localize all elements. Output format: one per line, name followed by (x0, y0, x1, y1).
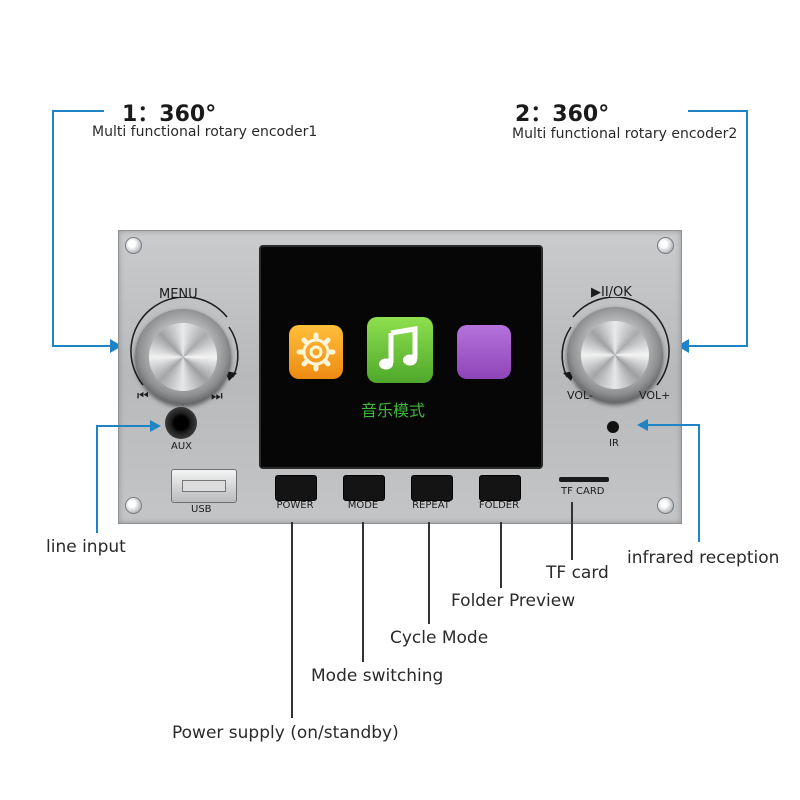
folder-preview-leader (500, 522, 502, 588)
screw-bottom-left (125, 497, 142, 514)
encoder1-knob[interactable] (135, 309, 231, 405)
prev-track-icon: ⏮ (137, 389, 149, 404)
folder-button[interactable] (479, 475, 521, 501)
infrared-line-v (698, 424, 700, 542)
infrared-line-h (648, 424, 700, 426)
encoder2-line-top (688, 110, 748, 112)
usb-label: USB (191, 504, 212, 515)
tf-card-label: TF CARD (561, 486, 605, 497)
gear-icon (296, 332, 336, 372)
purple-app-icon[interactable] (457, 325, 511, 379)
encoder2-subtitle: Multi functional rotary encoder2 (512, 126, 738, 142)
screw-bottom-right (657, 497, 674, 514)
encoder2-knob-cap (581, 321, 649, 389)
ir-receiver (607, 421, 619, 433)
power-supply-leader (291, 522, 293, 718)
line-input-line-h (96, 425, 152, 427)
mode-button[interactable] (343, 475, 385, 501)
encoder2-title: 2：360° (515, 102, 610, 127)
line-input-arrow-icon (150, 420, 161, 432)
encoder1-knob-cap (149, 323, 217, 391)
mode-switching-leader (362, 522, 364, 662)
encoder2-knob[interactable] (567, 307, 663, 403)
aux-label: AUX (171, 441, 193, 452)
usb-port-slot (182, 480, 226, 492)
folder-preview-label: Folder Preview (451, 591, 576, 611)
encoder1-line-bottom (52, 345, 114, 347)
tf-card-slot[interactable] (559, 477, 609, 482)
folder-button-label: FOLDER (478, 500, 520, 511)
mode-button-label: MODE (347, 500, 379, 511)
power-button-label: POWER (276, 500, 314, 511)
encoder1-line-vertical (52, 110, 54, 346)
mode-text: 音乐模式 (361, 401, 426, 420)
left-knob-arc-icon (130, 297, 239, 386)
mode-switching-label: Mode switching (311, 666, 444, 686)
line-input-label: line input (46, 537, 126, 557)
encoder2-line-vertical (746, 110, 748, 346)
encoder1-subtitle: Multi functional rotary encoder1 (92, 124, 318, 140)
ir-label: IR (609, 438, 619, 449)
play-ok-label: ▶II/OK (591, 285, 632, 300)
power-button[interactable] (275, 475, 317, 501)
music-note-icon (379, 326, 418, 370)
repeat-button-label: REPEAT (412, 500, 450, 511)
next-track-icon: ⏭ (211, 389, 223, 404)
infrared-arrow-icon (637, 419, 648, 431)
cycle-mode-label: Cycle Mode (390, 628, 489, 648)
vol-plus-label: VOL+ (639, 389, 671, 402)
music-app[interactable] (367, 317, 433, 383)
player-panel: MENU ⏮ ⏭ AUX USB (118, 230, 682, 524)
encoder1-line-top (52, 110, 104, 112)
menu-label: MENU (159, 287, 198, 302)
aux-jack[interactable] (165, 407, 197, 439)
settings-app[interactable] (289, 325, 343, 379)
infrared-label: infrared reception (627, 548, 780, 568)
line-input-line-v (96, 425, 98, 533)
screw-top-left (125, 237, 142, 254)
power-supply-label: Power supply (on/standby) (172, 723, 399, 743)
screw-top-right (657, 237, 674, 254)
vol-minus-label: VOL- (567, 389, 593, 402)
usb-port[interactable] (171, 469, 237, 503)
tf-card-callout-label: TF card (546, 563, 609, 583)
encoder2-line-bottom (688, 345, 748, 347)
repeat-button[interactable] (411, 475, 453, 501)
cycle-mode-leader (428, 522, 430, 624)
lcd-screen: 音乐模式 (259, 245, 543, 469)
tf-card-leader (571, 502, 573, 560)
encoder1-title: 1：360° (122, 102, 217, 127)
